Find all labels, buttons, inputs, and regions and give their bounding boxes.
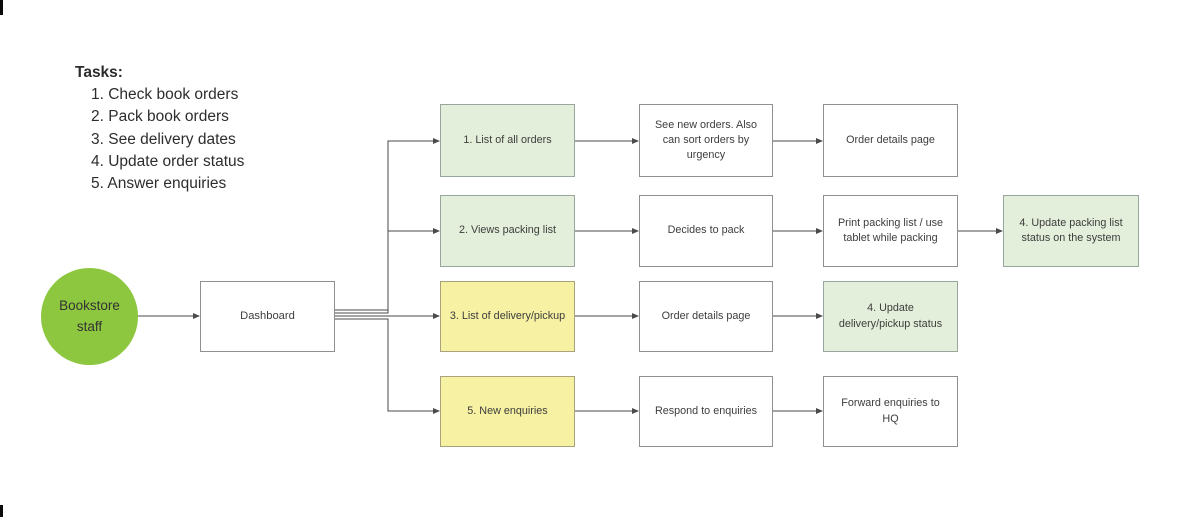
node-label: Respond to enquiries: [654, 404, 758, 417]
node-label: Print packing list / use tablet while pa…: [837, 216, 944, 244]
tasks-list: Tasks: 1. Check book orders 2. Pack book…: [75, 61, 244, 195]
node-dashboard[interactable]: Dashboard: [200, 281, 335, 352]
task-item: 4. Update order status: [91, 152, 245, 170]
node-label: See new orders. Also can sort orders by …: [654, 118, 758, 162]
actor-bookstore-staff[interactable]: Bookstore staff: [41, 268, 138, 365]
node-label: 1. List of all orders: [463, 133, 552, 146]
node-forward-enquiries-to-hq[interactable]: Forward enquiries to HQ: [823, 376, 958, 447]
node-decides-to-pack[interactable]: Decides to pack: [639, 195, 773, 267]
screen-edge-mark-top: [0, 0, 3, 15]
task-item: 1. Check book orders: [91, 86, 239, 103]
node-list-of-delivery-pickup[interactable]: 3. List of delivery/pickup: [440, 281, 575, 352]
node-label: 4. Update delivery/pickup status: [838, 302, 943, 330]
node-label: 4. Update packing list status on the sys…: [1019, 216, 1123, 244]
actor-label: Bookstore staff: [59, 298, 120, 334]
node-order-details-page-2[interactable]: Order details page: [639, 281, 773, 352]
node-update-delivery-pickup-status[interactable]: 4. Update delivery/pickup status: [823, 281, 958, 352]
node-label: 5. New enquiries: [467, 404, 548, 417]
node-see-new-orders[interactable]: See new orders. Also can sort orders by …: [639, 104, 773, 177]
node-update-packing-list-status[interactable]: 4. Update packing list status on the sys…: [1003, 195, 1139, 267]
node-list-of-all-orders[interactable]: 1. List of all orders: [440, 104, 575, 177]
tasks-heading: Tasks:: [75, 64, 123, 81]
task-item: 2. Pack book orders: [91, 108, 229, 126]
screen-edge-mark-bottom: [0, 505, 3, 517]
task-item: 3. See delivery dates: [91, 130, 236, 148]
node-print-packing-list[interactable]: Print packing list / use tablet while pa…: [823, 195, 958, 267]
node-label: 2. Views packing list: [458, 224, 557, 237]
node-label: Forward enquiries to HQ: [841, 397, 940, 425]
node-order-details-page[interactable]: Order details page: [823, 104, 958, 177]
node-label: Dashboard: [240, 309, 295, 322]
node-new-enquiries[interactable]: 5. New enquiries: [440, 376, 575, 447]
node-label: Order details page: [661, 309, 751, 322]
node-respond-to-enquiries[interactable]: Respond to enquiries: [639, 376, 773, 447]
node-views-packing-list[interactable]: 2. Views packing list: [440, 195, 575, 267]
node-label: 3. List of delivery/pickup: [449, 309, 566, 322]
node-label: Order details page: [846, 133, 935, 146]
task-item: 5. Answer enquiries: [91, 175, 227, 193]
node-label: Decides to pack: [667, 224, 745, 237]
